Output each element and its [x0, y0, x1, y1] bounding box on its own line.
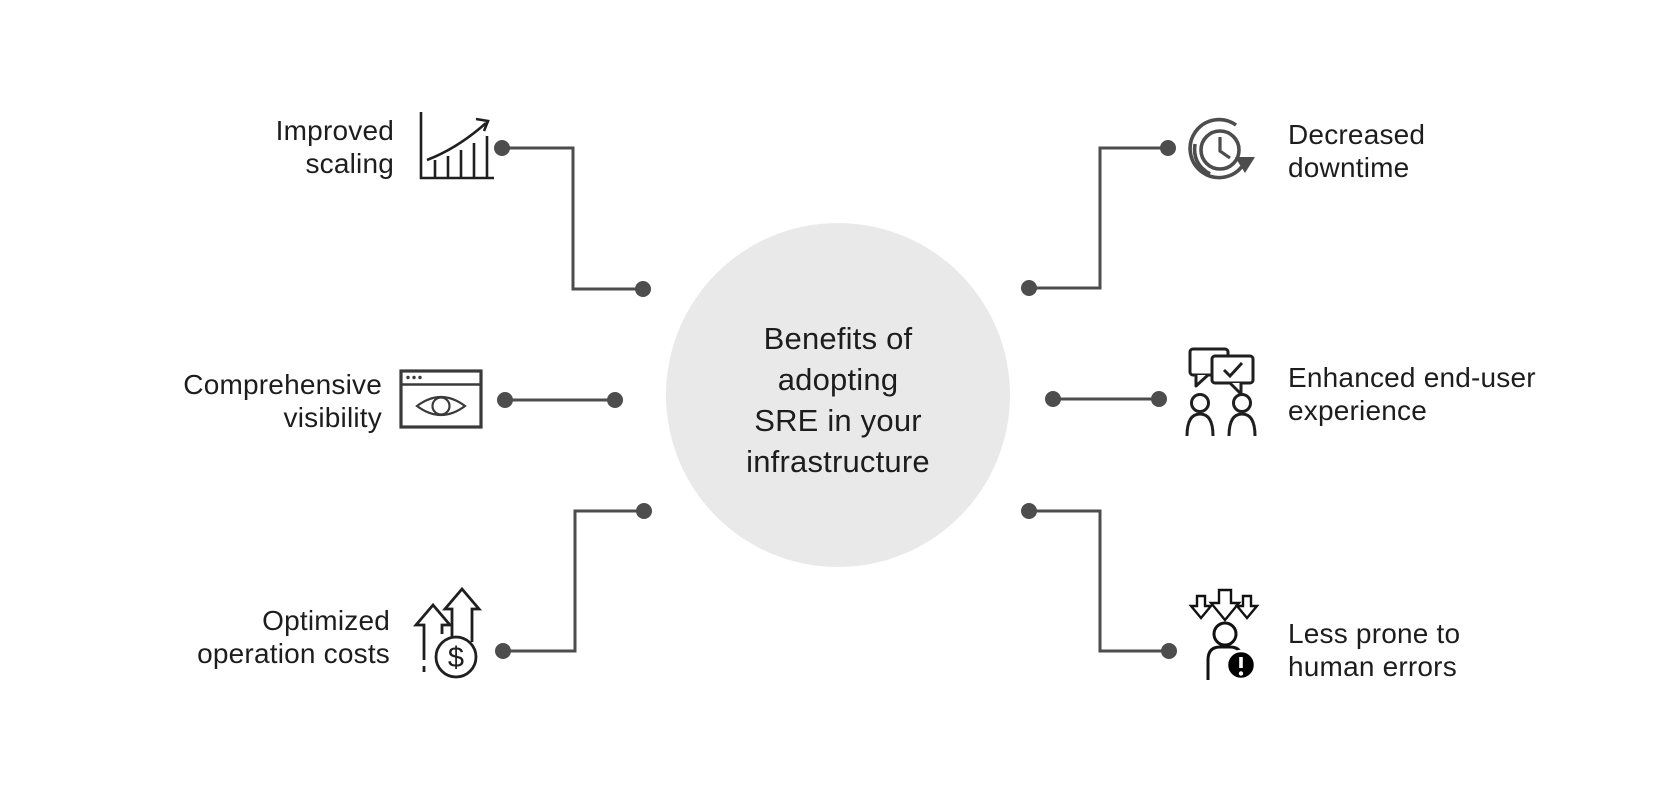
label-decreased-downtime: Decreased downtime — [1288, 118, 1425, 184]
center-title-line: infrastructure — [746, 444, 930, 479]
label-line: scaling — [305, 148, 394, 179]
label-line: experience — [1288, 395, 1427, 426]
growth-chart-icon — [414, 110, 498, 184]
clock-history-icon — [1184, 108, 1264, 188]
label-line: Decreased — [1288, 119, 1426, 150]
label-line: visibility — [283, 402, 382, 433]
label-line: operation costs — [197, 638, 390, 669]
label-line: downtime — [1288, 152, 1410, 183]
label-comprehensive-visibility: Comprehensive visibility — [183, 368, 382, 434]
label-improved-scaling: Improved scaling — [276, 114, 394, 180]
center-title-line: SRE in your — [754, 403, 922, 438]
chat-users-icon — [1183, 346, 1259, 436]
connector-improved-scaling — [494, 140, 651, 297]
label-enhanced-end-user-experience: Enhanced end-user experience — [1288, 361, 1536, 427]
rising-costs-dollar-icon: $ — [411, 586, 485, 680]
label-line: Comprehensive — [183, 369, 382, 400]
label-optimized-operation-costs: Optimized operation costs — [197, 604, 390, 670]
connector-optimized-operation-costs — [495, 503, 652, 659]
dollar-glyph: $ — [448, 642, 464, 674]
connector-decreased-downtime — [1021, 140, 1176, 296]
label-line: Improved — [275, 115, 394, 146]
browser-eye-icon — [399, 369, 483, 429]
label-line: Optimized — [262, 605, 390, 636]
label-line: Enhanced end-user — [1288, 362, 1536, 393]
connector-enhanced-end-user-experience — [1045, 391, 1167, 407]
user-error-icon — [1187, 588, 1263, 680]
connector-comprehensive-visibility — [497, 392, 623, 408]
label-line: human errors — [1288, 651, 1457, 682]
center-title-line: adopting — [777, 362, 899, 397]
label-line: Less prone to — [1288, 618, 1461, 649]
center-title-line: Benefits of — [763, 321, 913, 356]
center-title-circle: Benefits of adopting SRE in your infrast… — [666, 223, 1010, 567]
label-less-prone-to-human-errors: Less prone to human errors — [1288, 617, 1460, 683]
connector-less-prone-to-human-errors — [1021, 503, 1177, 659]
